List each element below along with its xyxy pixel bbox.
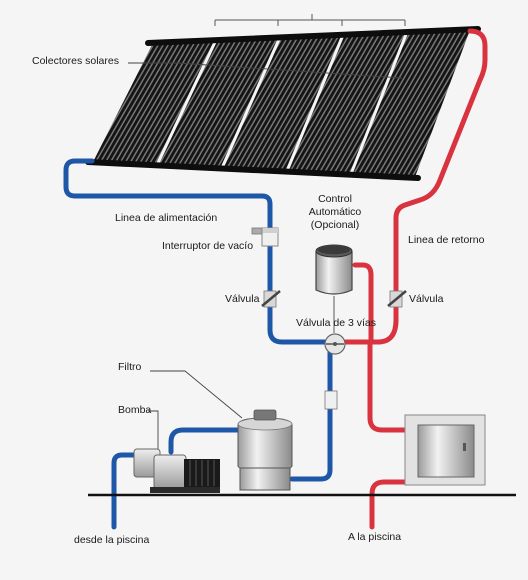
label-pump: Bomba bbox=[118, 404, 152, 416]
label-from-pool: desde la piscina bbox=[74, 534, 150, 546]
label-auto-control-line3: (Opcional) bbox=[310, 219, 360, 231]
label-filter: Filtro bbox=[118, 361, 142, 373]
label-three-way-valve: Válvula de 3 vías bbox=[296, 317, 376, 329]
controller-cylinder-icon bbox=[315, 244, 353, 295]
pool-filter-icon bbox=[237, 409, 293, 491]
valve-right-icon bbox=[387, 290, 407, 308]
label-auto-control: Control Automático (Opcional) bbox=[300, 193, 370, 232]
feed-line-pipe bbox=[63, 158, 333, 530]
solar-collector-panels-icon bbox=[85, 26, 481, 181]
check-valve-icon bbox=[324, 390, 338, 410]
three-way-valve-icon bbox=[324, 333, 346, 355]
label-collectors: Colectores solares bbox=[32, 55, 119, 67]
label-valve-right: Válvula bbox=[409, 293, 444, 305]
label-valve-left: Válvula bbox=[225, 293, 260, 305]
collector-bracket bbox=[214, 14, 406, 26]
label-return-line: Linea de retorno bbox=[408, 234, 485, 246]
label-auto-control-line1: Control bbox=[318, 193, 352, 205]
label-auto-control-line2: Automático bbox=[308, 206, 362, 218]
label-to-pool: A la piscina bbox=[348, 531, 402, 543]
control-box-icon bbox=[404, 414, 486, 486]
vacuum-breaker-icon bbox=[251, 227, 279, 247]
leader-lines bbox=[128, 62, 403, 449]
label-vacuum-switch: Interruptor de vacío bbox=[162, 240, 254, 252]
pump-icon bbox=[133, 448, 220, 493]
label-feed-line: Linea de alimentación bbox=[115, 212, 218, 224]
valve-left-icon bbox=[261, 290, 281, 308]
